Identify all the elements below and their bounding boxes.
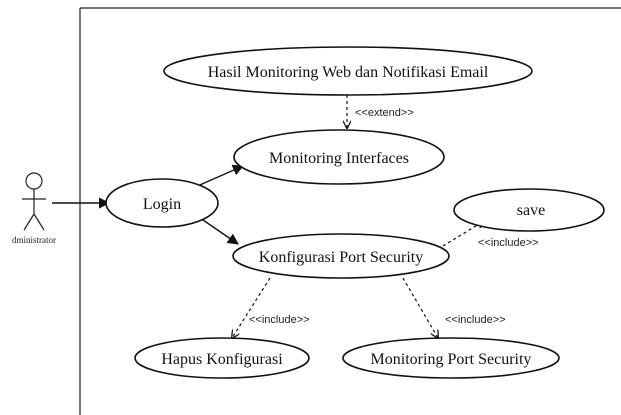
use-case-konfigurasi-port-security[interactable]: Konfigurasi Port Security [232, 233, 450, 279]
include-save-label: <<include>> [478, 237, 539, 249]
use-case-save-label: save [517, 202, 545, 219]
use-case-monitoring-interfaces[interactable]: Monitoring Interfaces [233, 129, 445, 185]
use-case-hapus-konfigurasi[interactable]: Hapus Konfigurasi [134, 337, 310, 379]
use-case-login[interactable]: Login [105, 178, 219, 228]
use-case-hasil-monitoring[interactable]: Hasil Monitoring Web dan Notifikasi Emai… [163, 46, 533, 96]
include-monitoring-arrow [402, 277, 438, 338]
include-save-arrow [442, 221, 484, 247]
use-case-monitoring-interfaces-label: Monitoring Interfaces [269, 150, 409, 167]
use-case-save[interactable]: save [453, 188, 605, 232]
include-hapus-label: <<include>> [249, 314, 310, 326]
extend-label: <<extend>> [355, 107, 414, 119]
use-case-konfigurasi-port-security-label: Konfigurasi Port Security [259, 249, 423, 266]
include-hapus-arrow [232, 277, 271, 338]
include-monitoring-label: <<include>> [445, 314, 506, 326]
use-case-monitoring-port-security[interactable]: Monitoring Port Security [342, 337, 560, 379]
actor-label: dministrator [12, 235, 56, 245]
use-case-monitoring-port-security-label: Monitoring Port Security [371, 351, 532, 368]
use-case-hapus-konfigurasi-label: Hapus Konfigurasi [161, 351, 283, 368]
actor-figure[interactable] [22, 172, 46, 231]
association-login-konfigurasi [202, 219, 239, 245]
use-case-login-label: Login [143, 196, 181, 213]
use-case-hasil-monitoring-label: Hasil Monitoring Web dan Notifikasi Emai… [208, 64, 489, 81]
association-login-monitoring-interfaces [192, 164, 245, 189]
